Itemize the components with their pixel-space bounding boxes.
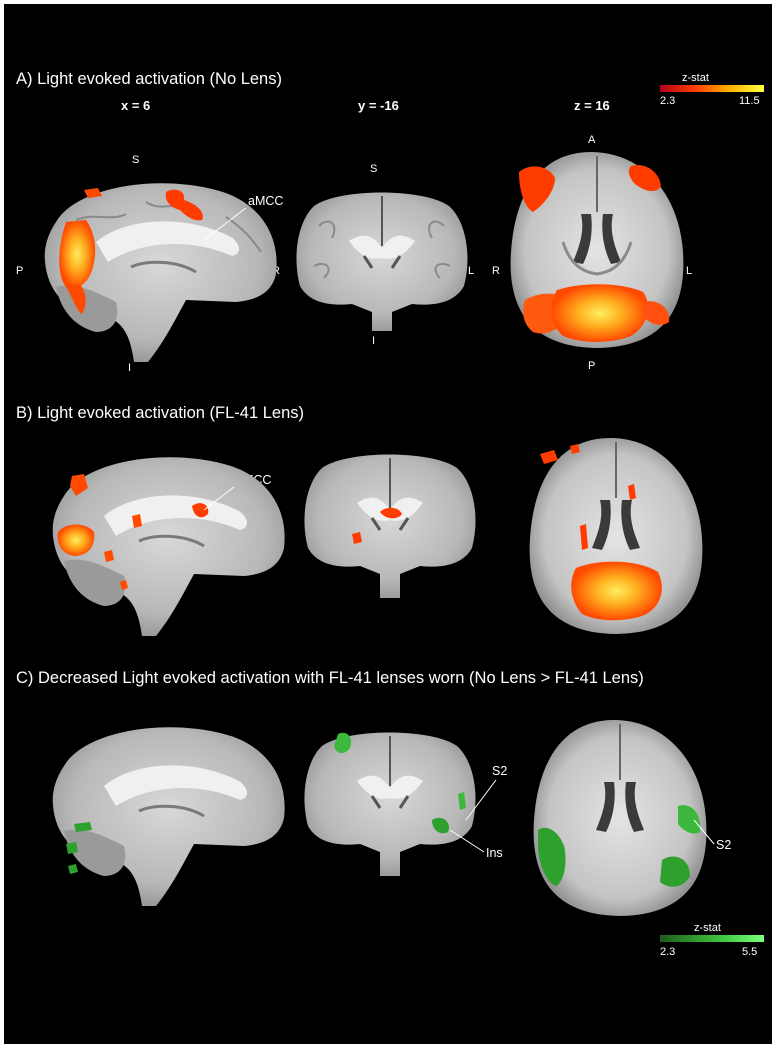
colorbar-c-gradient	[660, 935, 764, 942]
axial-a-left-label: L	[686, 265, 693, 277]
coronal-c-s2-label: S2	[492, 764, 508, 778]
coord-y: y = -16	[358, 98, 399, 113]
colorbar-a-min: 2.3	[660, 95, 676, 107]
axial-a-posterior-label: P	[588, 360, 596, 372]
coord-z: z = 16	[574, 98, 610, 113]
sagittal-a-posterior-label: P	[16, 265, 24, 277]
sagittal-slice-c	[52, 727, 285, 906]
sagittal-a-inferior-label: I	[128, 362, 132, 374]
colorbar-a-gradient	[660, 85, 764, 92]
colorbar-a-max: 11.5	[739, 95, 760, 107]
axial-c-s2-label: S2	[716, 838, 732, 852]
coronal-slice-b	[304, 454, 476, 598]
coronal-slice-c	[304, 732, 476, 876]
axial-slice-b	[529, 438, 703, 634]
colorbar-a-title: z-stat	[682, 72, 709, 84]
coronal-c-ins-label: Ins	[486, 846, 503, 860]
brain-slices	[44, 152, 707, 916]
coronal-a-left-label: L	[468, 265, 475, 277]
panel-a-title: A) Light evoked activation (No Lens)	[16, 70, 282, 88]
coronal-a-superior-label: S	[370, 163, 378, 175]
axial-a-right-label: R	[492, 265, 500, 277]
axial-slice-c	[533, 720, 707, 916]
sagittal-a-superior-label: S	[132, 154, 140, 166]
axial-slice-a	[510, 152, 684, 348]
figure-canvas: A) Light evoked activation (No Lens) x =…	[4, 4, 772, 1044]
sagittal-a-amcc-label: aMCC	[248, 194, 284, 208]
coord-x: x = 6	[121, 98, 151, 113]
sagittal-slice-a	[44, 183, 277, 362]
colorbar-c-max: 5.5	[742, 946, 758, 958]
axial-a-anterior-label: A	[588, 134, 596, 146]
colorbar-c-title: z-stat	[694, 922, 721, 934]
sagittal-slice-b	[52, 457, 285, 636]
coronal-slice-a	[296, 192, 468, 331]
colorbar-c-min: 2.3	[660, 946, 676, 958]
panel-c-title: C) Decreased Light evoked activation wit…	[16, 669, 644, 687]
panel-b-title: B) Light evoked activation (FL-41 Lens)	[16, 404, 304, 422]
coronal-a-inferior-label: I	[372, 335, 376, 347]
